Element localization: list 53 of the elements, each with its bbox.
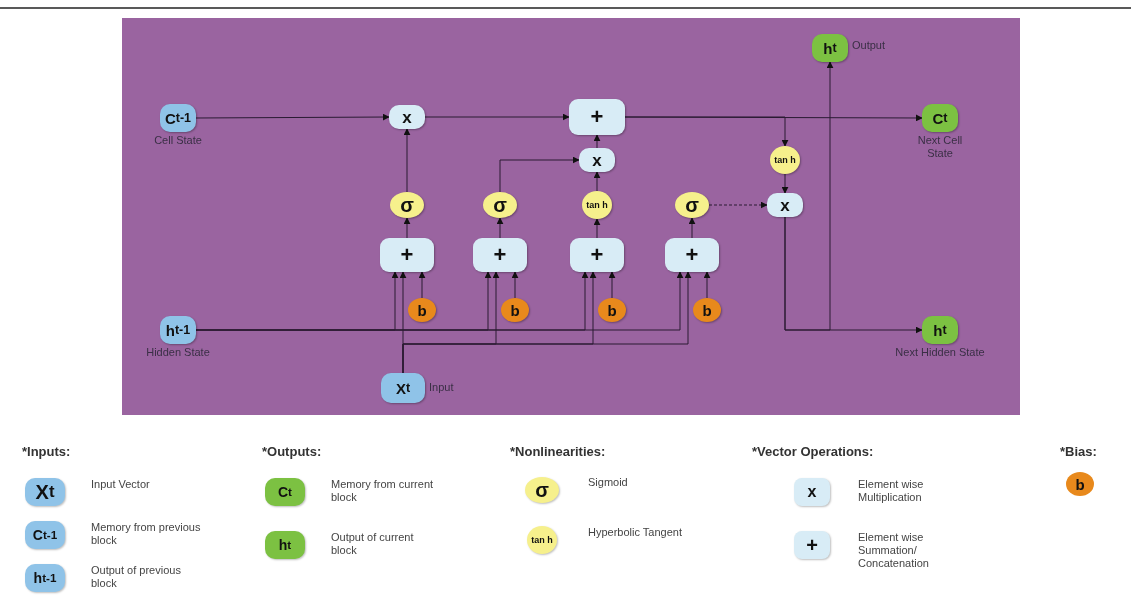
legend-heading: *Inputs: bbox=[22, 444, 71, 459]
legend-text: Memory from current block bbox=[331, 478, 435, 505]
connector-arrow bbox=[418, 271, 426, 299]
operation-node: + bbox=[380, 238, 434, 272]
connector-arrow bbox=[511, 271, 519, 299]
legend-text: Hyperbolic Tangent bbox=[588, 526, 683, 540]
operation-node: x bbox=[767, 193, 803, 217]
operation-node: + bbox=[570, 238, 624, 272]
legend-text: Output of previous block bbox=[91, 564, 182, 591]
connector-arrow bbox=[593, 171, 601, 192]
bias-symbol: b bbox=[1066, 472, 1094, 496]
node-caption: Next Cell State bbox=[916, 134, 964, 160]
operation-node: x bbox=[389, 105, 425, 129]
connector-arrow bbox=[402, 271, 692, 374]
legend-text: Element wise Multiplication bbox=[858, 478, 925, 505]
node-caption: Input bbox=[429, 381, 455, 394]
legend-symbol: x bbox=[794, 478, 830, 506]
connector-arrow bbox=[608, 271, 616, 299]
connector-arrow bbox=[593, 134, 601, 149]
connector-arrow bbox=[624, 116, 789, 147]
node-caption: Next Hidden State bbox=[894, 346, 986, 359]
legend-heading: *Vector Operations: bbox=[752, 444, 874, 459]
legend-symbol: tan h bbox=[527, 526, 557, 554]
connector-arrow bbox=[195, 113, 390, 121]
connector-arrow bbox=[784, 216, 923, 334]
connector-arrow bbox=[593, 218, 601, 239]
connector-arrow bbox=[496, 217, 504, 239]
connector-arrow bbox=[424, 113, 570, 121]
connector-arrow bbox=[708, 201, 768, 209]
legend-heading: *Bias: bbox=[1060, 444, 1097, 459]
operation-node: + bbox=[569, 99, 625, 135]
operation-node: + bbox=[473, 238, 527, 272]
connector-arrow bbox=[703, 271, 711, 299]
connector-arrow bbox=[195, 271, 684, 331]
connector-arrow bbox=[403, 128, 411, 193]
connector-arrow bbox=[781, 173, 789, 194]
node-caption: Output bbox=[852, 39, 887, 52]
operation-node: + bbox=[665, 238, 719, 272]
legend-symbol: + bbox=[794, 531, 830, 559]
node-caption: Cell State bbox=[153, 134, 203, 147]
legend-text: Sigmoid bbox=[588, 476, 629, 490]
legend-symbol: σ bbox=[525, 477, 559, 503]
connector-arrow bbox=[688, 217, 696, 239]
legend-heading: *Outputs: bbox=[262, 444, 322, 459]
legend-text: Element wise Summation/ Concatenation bbox=[858, 531, 930, 571]
connector-arrow bbox=[499, 156, 580, 193]
legend-text: Output of current block bbox=[331, 531, 415, 558]
operation-node: x bbox=[579, 148, 615, 172]
node-caption: Hidden State bbox=[145, 346, 211, 359]
legend-text: Memory from previous block bbox=[91, 521, 201, 548]
connector-arrow bbox=[403, 217, 411, 239]
legend-text: Input Vector bbox=[91, 478, 151, 492]
legend-heading: *Nonlinearities: bbox=[510, 444, 606, 459]
